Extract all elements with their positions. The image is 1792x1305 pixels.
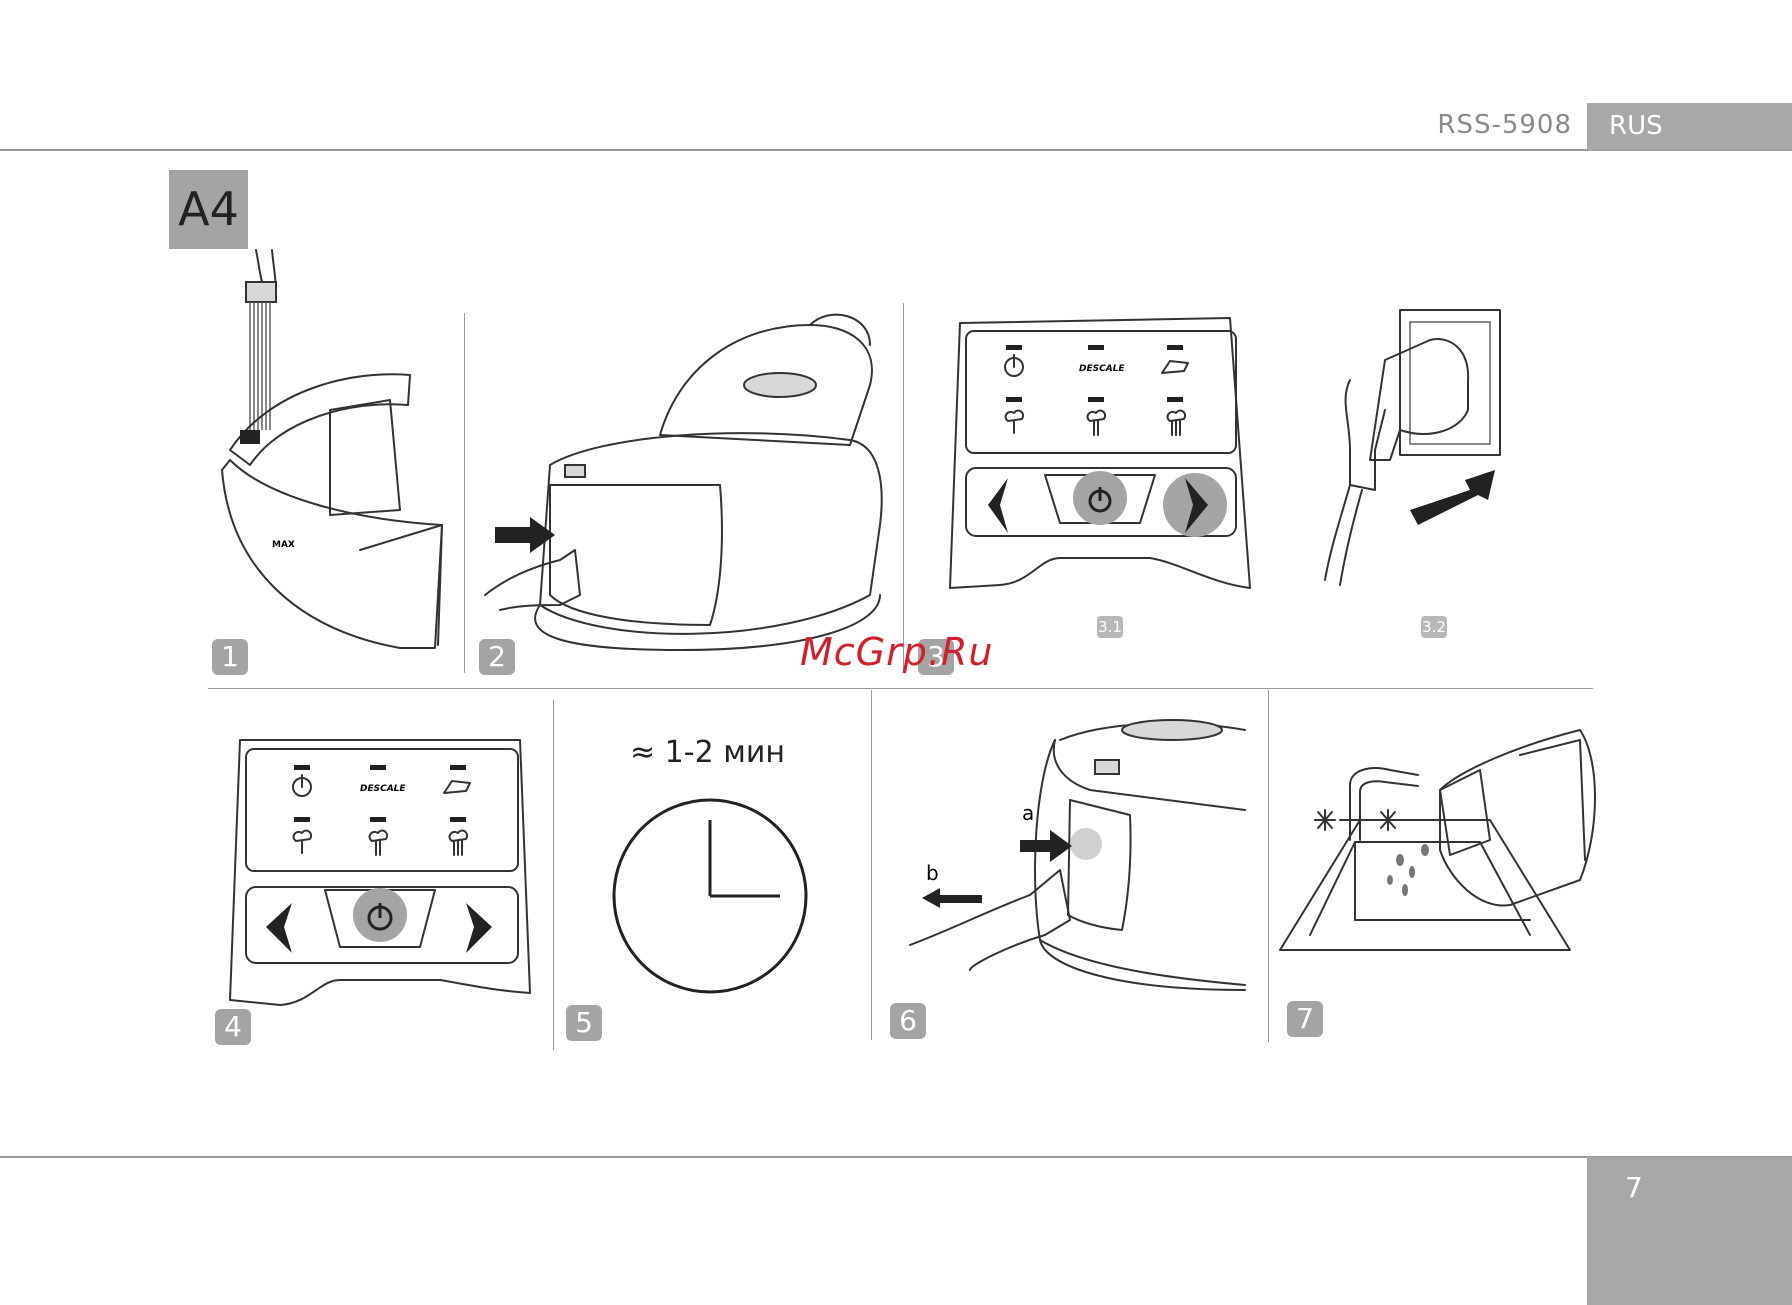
descale-label-4: DESCALE <box>360 784 406 794</box>
iron-icon <box>1162 361 1188 373</box>
steam-icon <box>1006 411 1024 433</box>
divider-1-2 <box>464 313 465 673</box>
step3-panel-illustration: DESCALE <box>950 313 1250 583</box>
plug-arrow-icon <box>1410 470 1495 525</box>
watermark: McGrp.Ru <box>800 630 993 674</box>
max-label: MAX <box>272 540 295 550</box>
step-badge-1: 1 <box>212 639 248 675</box>
footer-rule <box>0 1156 1792 1158</box>
wait-time-text: ≈ 1-2 мин <box>630 735 785 770</box>
steam-max-icon <box>1168 411 1186 435</box>
steam-medium-icon <box>1088 411 1106 435</box>
descale-label: DESCALE <box>1079 364 1125 374</box>
clock-icon <box>612 798 812 998</box>
divider-2-3 <box>903 303 904 673</box>
step2-illustration <box>480 305 900 655</box>
step1-illustration: MAX <box>210 250 460 660</box>
model-number: RSS-5908 <box>1420 110 1572 140</box>
divider-4-5 <box>553 700 554 1050</box>
power-indicator-icon <box>1005 355 1023 376</box>
step-badge-2: 2 <box>479 639 515 675</box>
page-number: 7 <box>1587 1157 1792 1305</box>
language-tab: RUS <box>1587 103 1792 150</box>
section-label: A4 <box>169 170 248 249</box>
step4-panel-illustration: DESCALE <box>230 735 530 1005</box>
step6-illustration: a b <box>910 700 1260 1000</box>
row-divider <box>208 688 1593 689</box>
step-badge-5: 5 <box>566 1005 602 1041</box>
divider-5-6 <box>871 690 872 1040</box>
divider-6-7 <box>1268 690 1269 1042</box>
step7-illustration <box>1280 730 1600 960</box>
faucet-icon <box>1315 768 1418 840</box>
label-a: a <box>1022 801 1034 825</box>
step-badge-4: 4 <box>215 1009 251 1045</box>
substep-badge-3-1: 3.1 <box>1097 616 1123 638</box>
arrow-left-icon <box>988 478 1008 533</box>
step-badge-6: 6 <box>890 1003 926 1039</box>
step3-plug-illustration <box>1330 310 1510 580</box>
header-rule <box>0 149 1792 151</box>
step-badge-7: 7 <box>1287 1001 1323 1037</box>
label-b: b <box>926 861 939 885</box>
substep-badge-3-2: 3.2 <box>1421 616 1447 638</box>
